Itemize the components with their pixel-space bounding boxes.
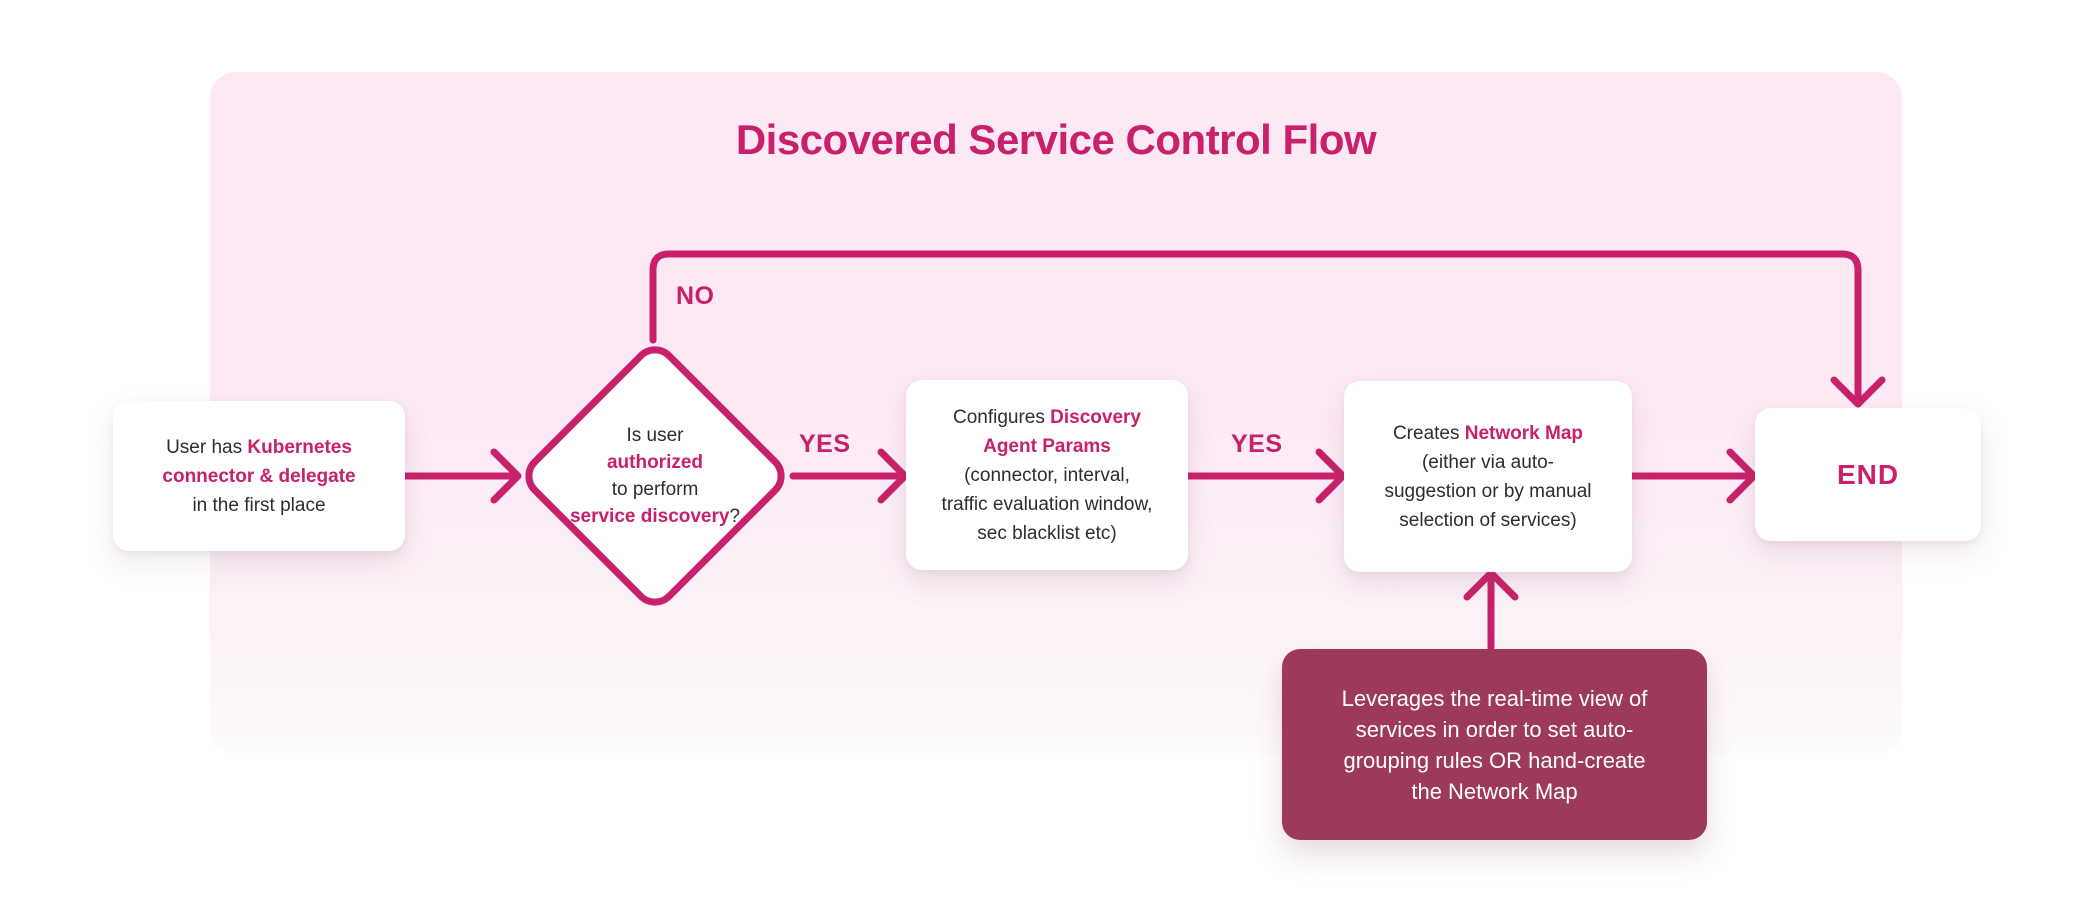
end-node: END: [1755, 408, 1981, 541]
arrowhead-right-icon: [1315, 448, 1347, 504]
decision-diamond: [525, 346, 785, 606]
no-label: NO: [676, 282, 715, 310]
edge-start-to-decision: [401, 448, 522, 504]
arrowhead-up-icon: [1463, 569, 1519, 601]
edge-configure-to-create: [1184, 448, 1347, 504]
yes-label-configure: YES: [1231, 430, 1283, 458]
edge-create-to-end: [1628, 448, 1758, 504]
edge-decision-to-configure: [789, 448, 909, 504]
arrowhead-right-icon: [1726, 448, 1758, 504]
edge-note-to-create: [1463, 569, 1519, 652]
yes-label-decision: YES: [799, 430, 851, 458]
arrowhead-right-icon: [490, 448, 522, 504]
arrowhead-down-icon: [1830, 376, 1886, 408]
arrowhead-right-icon: [877, 448, 909, 504]
diagram-title: Discovered Service Control Flow: [735, 116, 1377, 163]
create-node-text: Creates Network Map(either via auto-sugg…: [1384, 422, 1592, 531]
end-node-label: END: [1836, 459, 1900, 490]
create-node: Creates Network Map(either via auto-sugg…: [1344, 381, 1632, 572]
edge-no-path: [649, 250, 1886, 408]
